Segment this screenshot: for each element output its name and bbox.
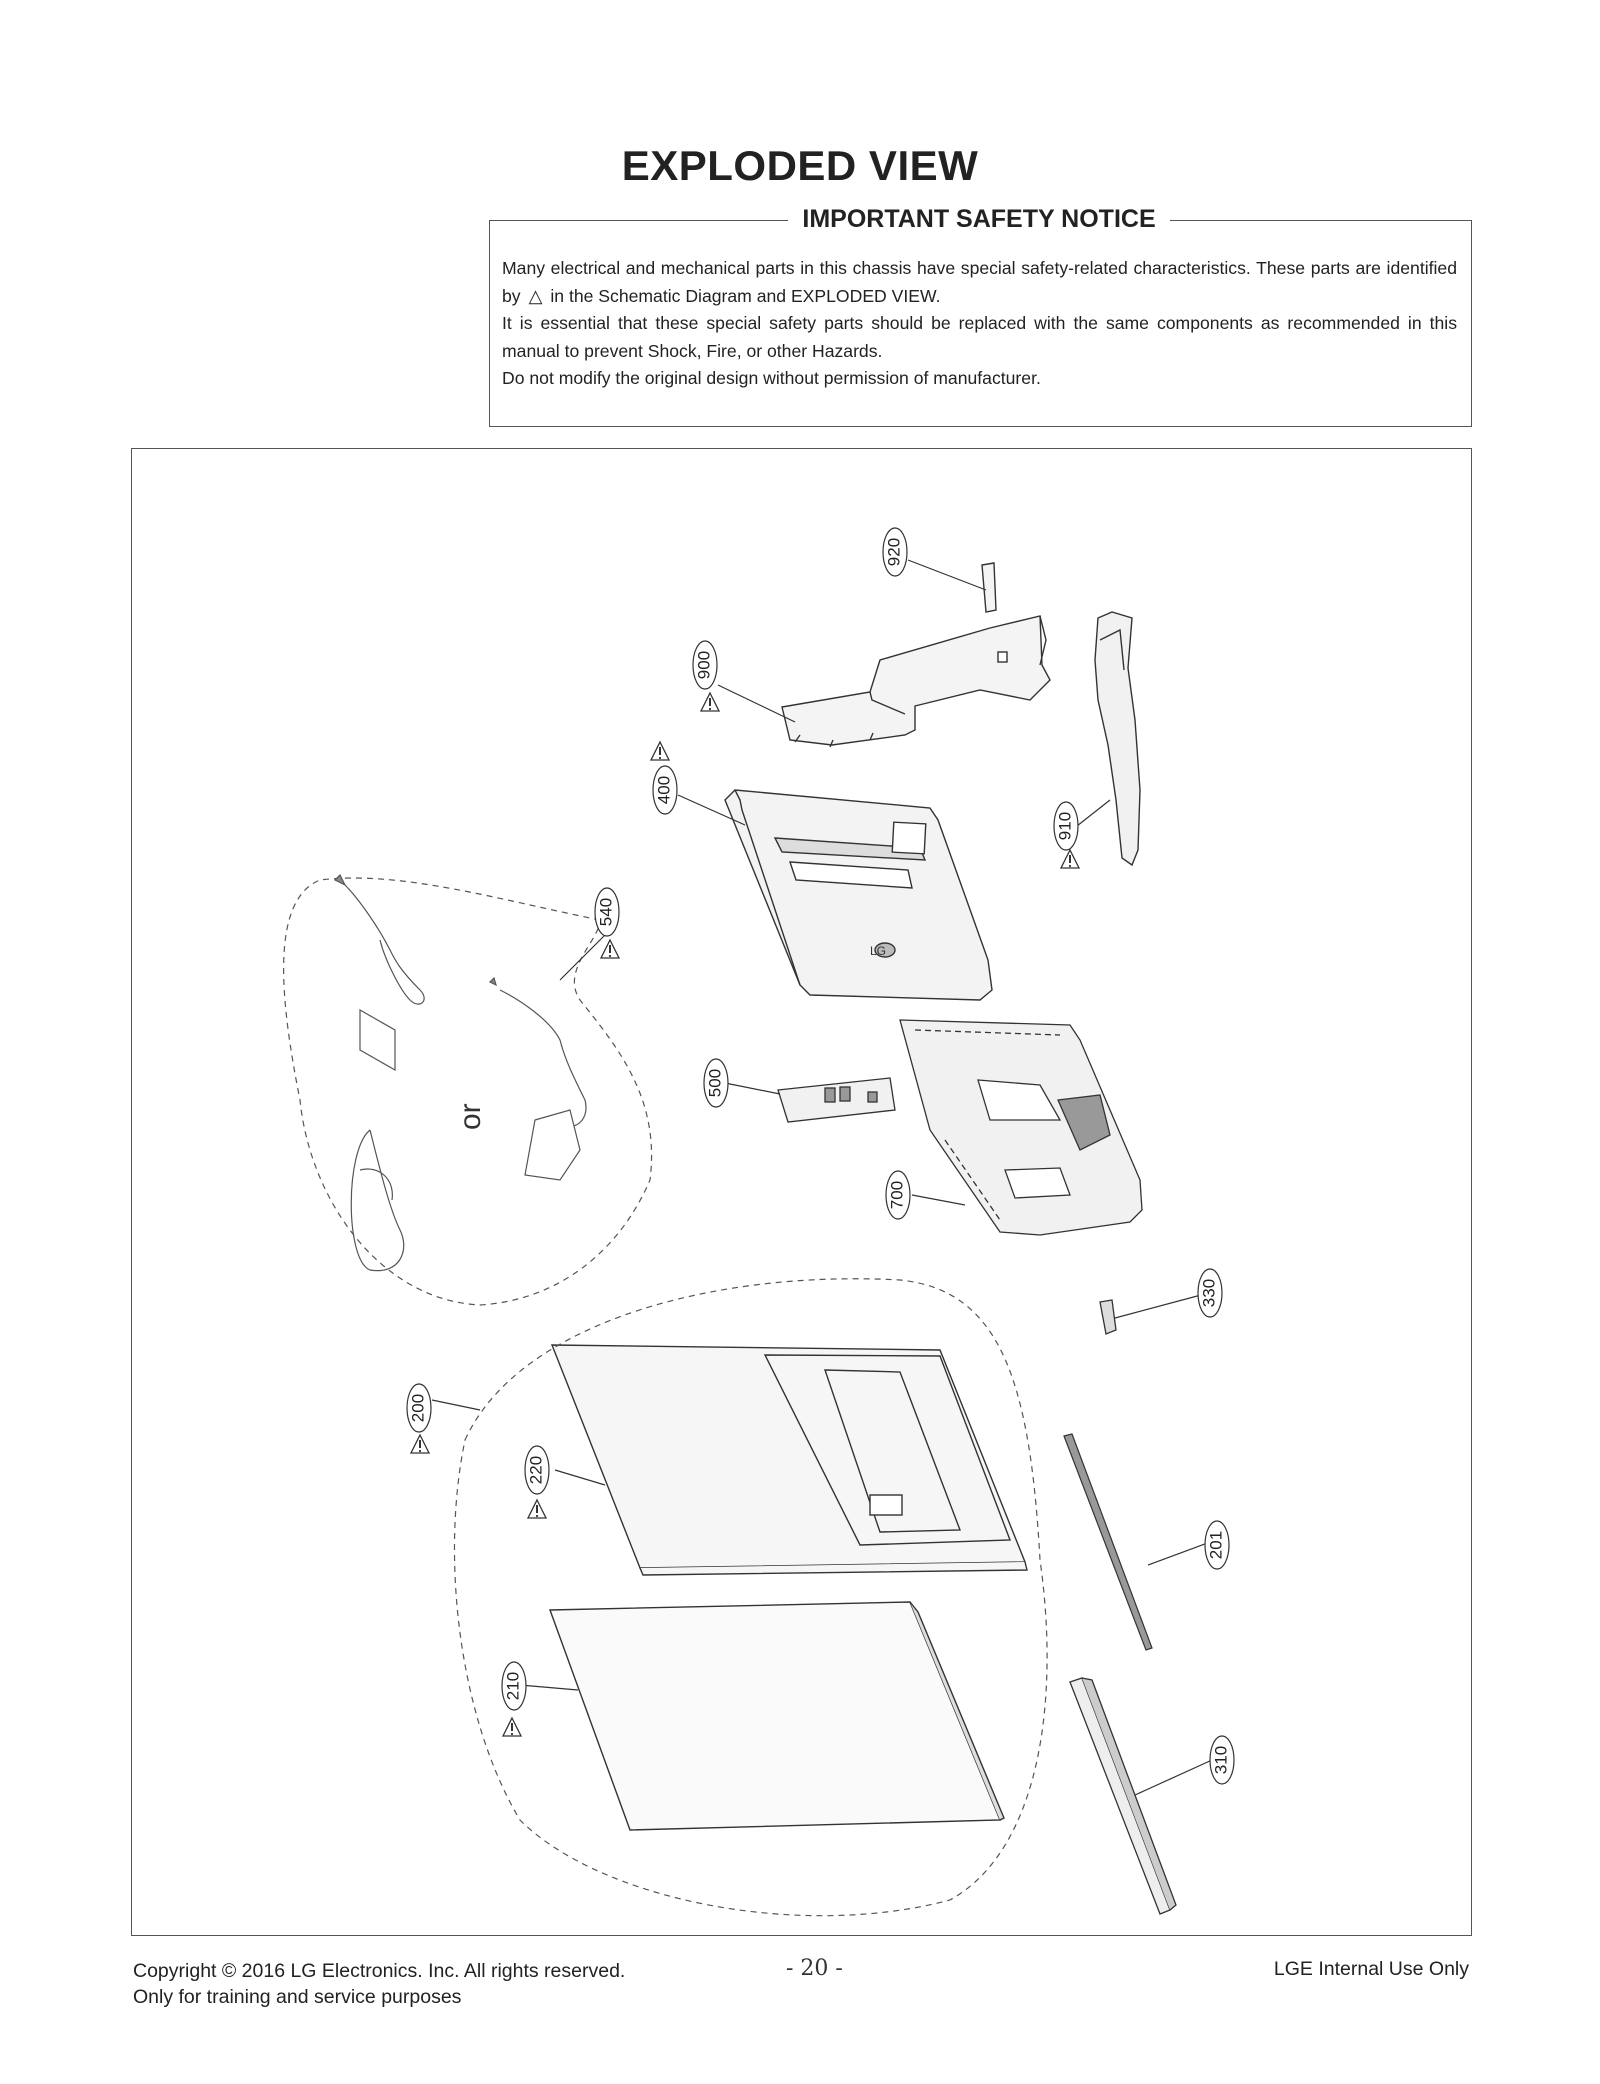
callout-500: 500: [703, 1058, 729, 1108]
internal-use-label: LGE Internal Use Only: [1273, 1958, 1469, 1980]
main-frame-part-700: [899, 1019, 1143, 1236]
callout-210: 210: [501, 1661, 527, 1711]
display-panel-part-210: [549, 1601, 1005, 1831]
copyright-text: Copyright © 2016 LG Electronics. Inc. Al…: [133, 1960, 626, 1982]
notice-paragraph-3: Do not modify the original design withou…: [502, 368, 1041, 388]
usage-note: Only for training and service purposes: [133, 1986, 462, 2008]
safety-notice-body: Many electrical and mechanical parts in …: [502, 255, 1457, 393]
part-label-400: 400: [654, 776, 673, 804]
part-label-500: 500: [705, 1069, 724, 1097]
callout-330: 330: [1197, 1268, 1223, 1318]
part-label-310: 310: [1211, 1746, 1230, 1774]
part-label-210: 210: [503, 1672, 522, 1700]
notice-paragraph-2: It is essential that these special safet…: [502, 313, 1457, 361]
panel-rear-part-220: [550, 1344, 1028, 1576]
notice-line1-b: in the Schematic Diagram and EXPLODED VI…: [550, 285, 941, 306]
cover-strip-part-310: [1069, 1677, 1177, 1915]
back-cover-part-400: LG: [724, 789, 993, 1001]
callout-540: 540: [594, 887, 620, 937]
part-label-220: 220: [526, 1456, 545, 1484]
callout-310: 310: [1209, 1735, 1235, 1785]
exploded-view-frame: [131, 448, 1472, 1936]
part-label-201: 201: [1206, 1531, 1225, 1559]
part-label-540: 540: [596, 898, 615, 926]
callout-910: 910: [1053, 801, 1079, 851]
page-title: EXPLODED VIEW: [621, 142, 979, 189]
warning-icon-540: [600, 939, 620, 959]
svg-text:LG: LG: [870, 944, 886, 958]
part-label-700: 700: [887, 1181, 906, 1209]
bracket-part-330: [1099, 1299, 1117, 1335]
warning-icon-200: [410, 1434, 430, 1454]
footer-left: Copyright © 2016 LG Electronics. Inc. Al…: [133, 1958, 625, 2010]
panel-group-outline: [453, 1278, 1048, 1917]
stand-arm-part-910: [1094, 611, 1141, 867]
warning-icon-900: [700, 692, 720, 712]
part-label-200: 200: [408, 1394, 427, 1422]
adapter-group-part-540: [283, 873, 653, 1306]
notice-line1-a: Many electrical and mechanical parts in …: [502, 258, 1457, 306]
cover-clip-part-920: [981, 562, 997, 613]
part-label-330: 330: [1199, 1279, 1218, 1307]
warning-icon-220: [527, 1499, 547, 1519]
part-label-920: 920: [884, 538, 903, 566]
callout-leader-lines: [431, 559, 1213, 1796]
callout-220: 220: [524, 1445, 550, 1495]
warning-icon-400: [650, 741, 670, 761]
warning-icon-210: [502, 1717, 522, 1737]
callout-700: 700: [885, 1170, 911, 1220]
callout-400: 400: [652, 765, 678, 815]
stand-neck-part-900: [781, 615, 1051, 748]
callout-900: 900: [692, 640, 718, 690]
safety-triangle-icon: △: [528, 285, 543, 306]
callout-920: 920: [882, 527, 908, 577]
part-label-910: 910: [1055, 812, 1074, 840]
part-label-900: 900: [694, 651, 713, 679]
callout-201: 201: [1204, 1520, 1230, 1570]
callout-200: 200: [406, 1383, 432, 1433]
notice-paragraph-1: Many electrical and mechanical parts in …: [502, 255, 1457, 310]
board-part-500: [777, 1077, 896, 1123]
page-number: - 20 -: [786, 1956, 843, 1981]
or-label: or: [454, 1103, 487, 1130]
warning-icon-910: [1060, 849, 1080, 869]
strip-part-201: [1063, 1433, 1153, 1651]
